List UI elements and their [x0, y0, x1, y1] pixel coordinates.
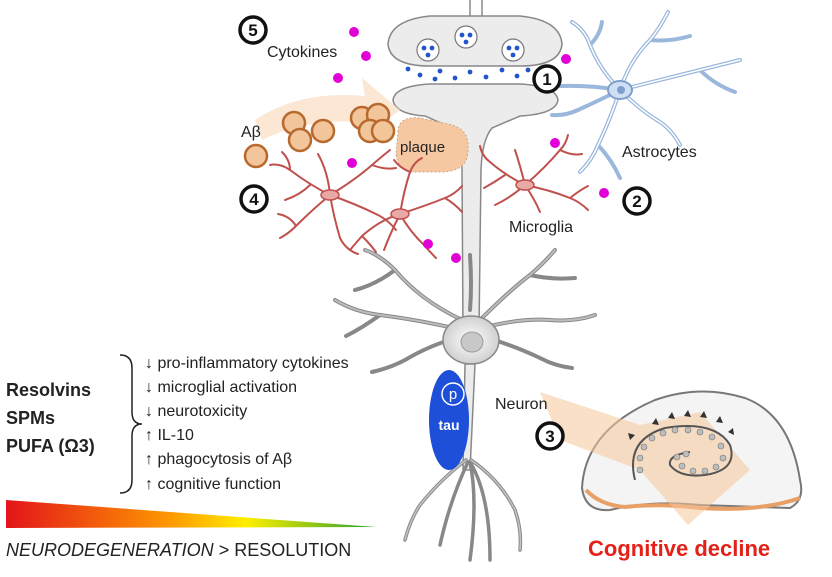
balance-separator: >: [214, 540, 235, 560]
svg-text:3: 3: [545, 427, 554, 446]
abeta-aggregation: [243, 78, 469, 173]
phospho-label: p: [449, 386, 457, 403]
tau-label: tau: [439, 417, 460, 433]
svg-text:1: 1: [542, 70, 551, 89]
resolution-label: RESOLUTION: [234, 540, 351, 560]
treatment-spms: SPMs: [6, 408, 55, 428]
effect-item: ↑ IL-10: [145, 427, 194, 444]
phospho-marker: [441, 382, 465, 406]
microglia-label: Microglia: [509, 219, 573, 236]
neurodegeneration-label: NEURODEGENERATION: [6, 540, 215, 560]
step-badge-1: 1: [532, 64, 562, 94]
svg-text:4: 4: [249, 190, 259, 209]
cytokines-label: Cytokines: [267, 44, 337, 61]
decline-arrow: [540, 392, 750, 525]
microglia-right: [479, 134, 589, 213]
svg-text:5: 5: [248, 21, 257, 40]
balance-caption: NEURODEGENERATION > RESOLUTION: [6, 540, 351, 560]
microglia-cells: [269, 134, 589, 259]
effect-item: ↓ pro-inflammatory cytokines: [145, 355, 349, 372]
step-badge-3: 3: [535, 421, 565, 451]
synaptic-vesicles: [405, 25, 531, 82]
step-badge-4: 4: [239, 184, 269, 214]
cytokine-dots: [333, 27, 609, 263]
tau-tangle: p tau: [429, 370, 469, 470]
treatment-pufa: PUFA (Ω3): [6, 436, 95, 456]
effects-brace: [119, 354, 143, 494]
effect-item: ↓ microglial activation: [145, 379, 297, 396]
microglia-left: [269, 149, 397, 255]
astrocyte: [550, 10, 742, 180]
brain-section: [540, 390, 803, 525]
treatment-list: Resolvins SPMs PUFA (Ω3): [6, 380, 95, 456]
effect-item: ↓ neurotoxicity: [145, 403, 247, 420]
abeta-oligomers: [243, 102, 396, 169]
balance-gradient-wedge: [6, 500, 376, 528]
effects-list: ↓ pro-inflammatory cytokines ↓ microglia…: [145, 355, 349, 493]
astrocytes-label: Astrocytes: [622, 144, 697, 161]
effect-item: ↑ phagocytosis of Aβ: [145, 451, 292, 468]
svg-text:2: 2: [632, 192, 641, 211]
treatment-resolvins: Resolvins: [6, 380, 91, 400]
neuron-label: Neuron: [495, 396, 547, 413]
cognitive-decline-label: Cognitive decline: [588, 536, 770, 561]
microglia-center: [349, 157, 463, 259]
step-badge-2: 2: [622, 186, 652, 216]
step-badge-5: 5: [238, 15, 268, 45]
abeta-label: Aβ: [241, 124, 261, 141]
neurotransmitters: [405, 66, 531, 82]
hippocampus: [632, 425, 733, 481]
plaque-label: plaque: [400, 139, 445, 156]
axon-terminals: [403, 458, 523, 562]
hippocampus-spikes: [628, 410, 734, 440]
neuron-nucleus: [460, 331, 484, 353]
hippocampus-cells: [636, 426, 727, 475]
effect-item: ↑ cognitive function: [145, 476, 281, 493]
